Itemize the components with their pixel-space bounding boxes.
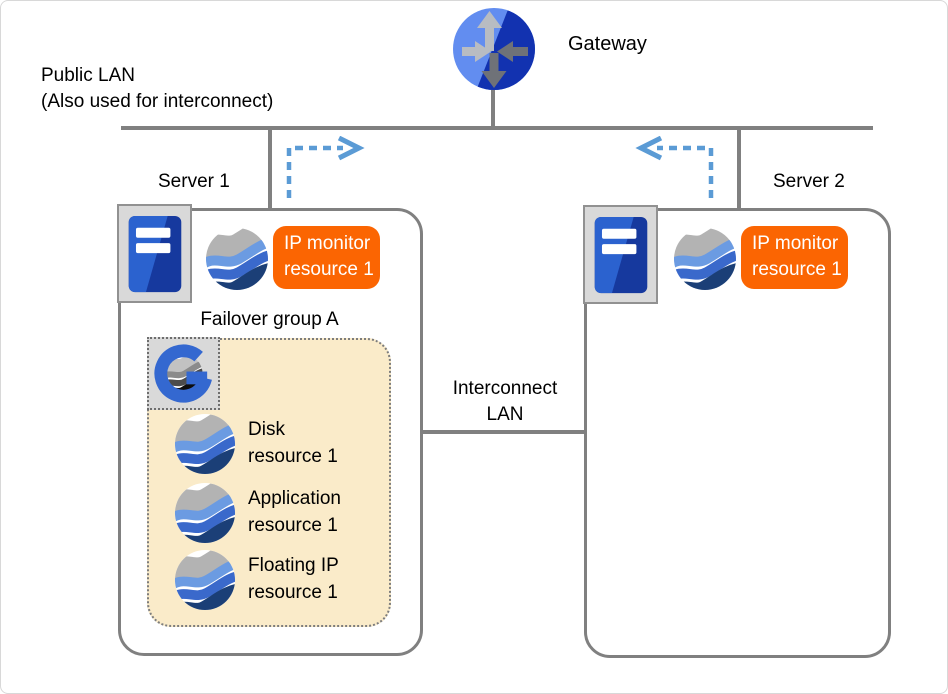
gateway-label: Gateway: [568, 33, 647, 55]
floating-ip-resource-label: Floating IP resource 1: [248, 552, 339, 606]
public-lan-label-line2: (Also used for interconnect): [41, 91, 274, 112]
floating-ip-resource-label-line1: Floating IP: [248, 555, 339, 576]
server1-label: Server 1: [158, 171, 230, 192]
server2-ip-monitor-badge-line1: IP monitor: [752, 233, 839, 254]
failover-group-label: Failover group A: [200, 309, 339, 330]
disk-resource-label-line2: resource 1: [248, 446, 338, 467]
disk-resource-label-line1: Disk: [248, 419, 285, 440]
server1-icon-square: [117, 204, 192, 303]
server1-ip-monitor-badge-line1: IP monitor: [284, 233, 371, 254]
server1-server-icon: [126, 213, 184, 295]
arrow-left-dashed-icon: [635, 136, 714, 198]
server1-ip-monitor-badge-line2: resource 1: [284, 259, 374, 280]
interconnect-lan-label-line1: Interconnect: [452, 378, 558, 399]
disk-resource-icon: [174, 413, 236, 475]
interconnect-lan-label: Interconnect LAN: [434, 376, 576, 428]
floating-ip-resource-icon: [174, 549, 236, 611]
server1-lan-connector-line: [268, 130, 272, 210]
server2-lan-connector-line: [737, 130, 741, 210]
server1-monitor-resource-icon: [205, 227, 269, 291]
application-resource-label: Application resource 1: [248, 485, 341, 539]
group-icon: [149, 344, 218, 408]
public-lan-label: Public LAN (Also used for interconnect): [41, 63, 273, 115]
public-lan-label-line1: Public LAN: [41, 65, 135, 86]
server2-label: Server 2: [773, 171, 845, 192]
interconnect-lan-line: [423, 430, 586, 434]
floating-ip-resource-label-line2: resource 1: [248, 582, 338, 603]
server2-icon-square: [583, 205, 658, 304]
application-resource-label-line1: Application: [248, 488, 341, 509]
server2-monitor-resource-icon: [673, 227, 737, 291]
gateway-icon: [452, 7, 536, 91]
server2-ip-monitor-badge-line2: resource 1: [752, 259, 842, 280]
public-lan-line: [121, 126, 873, 130]
disk-resource-label: Disk resource 1: [248, 416, 338, 470]
server2-server-icon: [592, 214, 650, 296]
arrow-right-dashed-icon: [286, 136, 365, 198]
interconnect-lan-label-line2: LAN: [486, 404, 524, 425]
failover-group-icon-square: [147, 337, 220, 410]
gateway-connector-line: [491, 86, 495, 128]
server1-ip-monitor-badge: IP monitor resource 1: [273, 226, 380, 289]
application-resource-icon: [174, 482, 236, 544]
application-resource-label-line2: resource 1: [248, 515, 338, 536]
server2-ip-monitor-badge: IP monitor resource 1: [741, 226, 848, 289]
